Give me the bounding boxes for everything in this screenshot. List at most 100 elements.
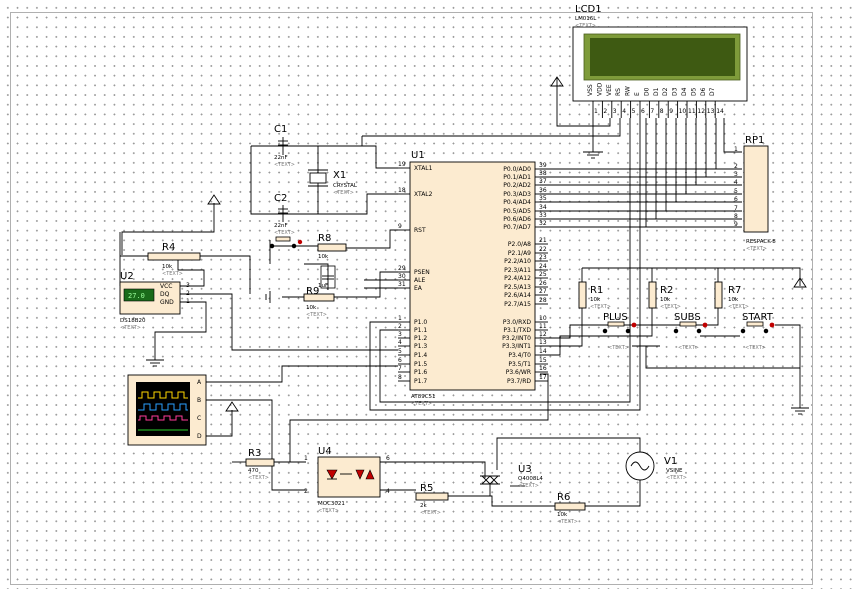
ground-lcd xyxy=(583,151,603,159)
mcu-pin-name: P1.6 xyxy=(414,369,427,376)
plus-label: PLUS xyxy=(603,312,628,323)
ground-r9 xyxy=(265,291,271,303)
button-plus[interactable]: PLUS <TEXT> xyxy=(602,312,637,351)
r7-ref: R7 xyxy=(728,285,741,296)
rp1-pin-num: 2 xyxy=(734,163,738,170)
resistor-r3[interactable]: R3 470 <TEXT> xyxy=(245,448,275,481)
mcu-pin-name: P3.2/INT0 xyxy=(502,335,531,342)
lcd-pin-name: D4 xyxy=(681,87,688,96)
mcu-right-pins: 39P0.0/AD038P0.1/AD137P0.2/AD236P0.3/AD3… xyxy=(502,162,548,385)
r6-value: 10k xyxy=(557,512,568,518)
mcu-at89c51[interactable]: U1 AT89C51 <TEXT> 19XTAL118XTAL29RST29PS… xyxy=(398,150,548,407)
resistor-r8[interactable]: R8 10k xyxy=(317,233,347,260)
bus-d1 xyxy=(540,118,707,178)
mcu-pin-num: 15 xyxy=(539,357,547,364)
resistor-r4[interactable]: R4 10k <TEXT> xyxy=(147,242,201,277)
lcd-pin-name: RW xyxy=(625,86,632,96)
ac-source-v1[interactable]: V1 VSINE <TEXT> xyxy=(625,451,687,481)
rp1-pin-num: 7 xyxy=(734,205,738,212)
lcd-pin-num: 10 xyxy=(679,108,687,115)
capacitor-c1[interactable]: C1 22nF <TEXT> xyxy=(274,124,295,168)
mcu-pin-num: 22 xyxy=(539,246,547,253)
r5-value: 2k xyxy=(420,503,427,509)
c2-value: 22nF xyxy=(274,223,288,229)
lcd-pin-num: 2 xyxy=(603,108,607,115)
lcd-pin-num: 9 xyxy=(669,108,673,115)
lcd-pin-name: D6 xyxy=(700,87,707,96)
lcd-pin-name: D5 xyxy=(690,87,697,96)
lcd-pin-name: RS xyxy=(615,88,622,96)
button-subs[interactable]: SUBS <TEXT> xyxy=(673,312,708,351)
capacitor-c3[interactable]: 1uF xyxy=(318,265,336,289)
mcu-pin-num: 3 xyxy=(398,331,402,338)
mcu-pin-num: 35 xyxy=(539,195,547,202)
wire-u2-vcc xyxy=(177,256,205,287)
mcu-pin-num: 12 xyxy=(539,331,547,338)
mcu-pin-name: P2.2/A10 xyxy=(504,258,531,265)
r9-value: 10k xyxy=(306,305,317,311)
resistor-r2[interactable]: R2 10k <TEXT> xyxy=(648,281,681,310)
mcu-pin-num: 27 xyxy=(539,288,547,295)
c2-text: <TEXT> xyxy=(274,230,295,236)
mcu-pin-name: P0.7/AD7 xyxy=(503,224,531,231)
v1-text: <TEXT> xyxy=(666,475,687,481)
u2-pin-name: DQ xyxy=(160,291,170,298)
optocoupler-moc3021[interactable]: U4 MOC3021 <TEXT> 1 2 6 4 xyxy=(304,446,390,514)
lcd-pin-name: D3 xyxy=(672,87,679,96)
mcu-pin-name: P3.0/RXD xyxy=(503,319,531,326)
resistor-r1[interactable]: R1 10k <TEXT> xyxy=(578,281,611,310)
c3-value: 1uF xyxy=(318,283,328,289)
crystal-x1[interactable]: X1 CRYSTAL <TEXT> xyxy=(308,169,358,196)
rp1-body xyxy=(743,145,769,233)
mcu-pin-name: P1.2 xyxy=(414,335,427,342)
mcu-pin-num: 5 xyxy=(398,348,402,355)
mcu-pin-name: P1.5 xyxy=(414,361,427,368)
wire-xtal1 xyxy=(251,145,398,169)
resistor-r9[interactable]: R9 10k <TEXT> xyxy=(303,286,335,318)
resistor-r6[interactable]: R6 10k <TEXT> xyxy=(554,492,586,525)
mcu-pin-num: 1 xyxy=(398,315,402,322)
r8-value: 10k xyxy=(318,254,329,260)
mcu-pin-name: P3.3/INT1 xyxy=(502,343,531,350)
mcu-pin-name: XTAL2 xyxy=(414,191,433,198)
lcd-pin-name: VSS xyxy=(587,84,594,96)
mcu-left-pins: 19XTAL118XTAL29RST29PSEN30ALE31EA1P1.02P… xyxy=(398,161,433,385)
triac-q4008l4[interactable]: U3 Q4008L4 <TEXT> xyxy=(480,464,543,496)
lcd-model: LM016L xyxy=(575,16,597,22)
rp1-pin-num: 6 xyxy=(734,196,738,203)
r1-text: <TEXT> xyxy=(590,304,611,310)
rp1-text: <TEXT> xyxy=(746,246,767,252)
sheet-border xyxy=(10,12,813,585)
mcu-pin-name: P1.0 xyxy=(414,319,427,326)
r3-ref: R3 xyxy=(248,448,261,459)
mcu-body xyxy=(409,161,536,391)
wire-subs xyxy=(540,308,653,356)
lcd-lm016l[interactable]: LCD1 LM016L <TEXT> VSS1VDD2VEE3RS4RW5E6D… xyxy=(572,4,748,118)
mcu-pin-num: 31 xyxy=(398,281,406,288)
scope-channel-label: A xyxy=(197,379,202,386)
mcu-pin-name: P0.0/AD0 xyxy=(503,166,531,173)
button-start[interactable]: START <TEXT> xyxy=(740,312,775,351)
wires xyxy=(119,77,801,507)
ground-buttons xyxy=(791,407,809,415)
reset-button[interactable] xyxy=(269,236,303,249)
lcd-pin-num: 1 xyxy=(594,108,598,115)
r7-text: <TEXT> xyxy=(728,304,749,310)
wire-triac-top xyxy=(496,437,641,470)
resistor-r5[interactable]: R5 2k <TEXT> xyxy=(415,483,449,516)
resistor-r7[interactable]: R7 10k <TEXT> xyxy=(714,281,749,310)
mcu-pin-num: 23 xyxy=(539,254,547,261)
capacitor-c2[interactable]: C2 22nF <TEXT> xyxy=(274,193,295,236)
lcd-pin-num: 8 xyxy=(660,108,664,115)
r4-ref: R4 xyxy=(162,242,175,253)
lcd-pin-num: 12 xyxy=(697,108,705,115)
lcd-ref: LCD1 xyxy=(575,4,602,15)
mcu-pin-num: 13 xyxy=(539,339,547,346)
mcu-pin-name: P2.6/A14 xyxy=(504,292,531,299)
